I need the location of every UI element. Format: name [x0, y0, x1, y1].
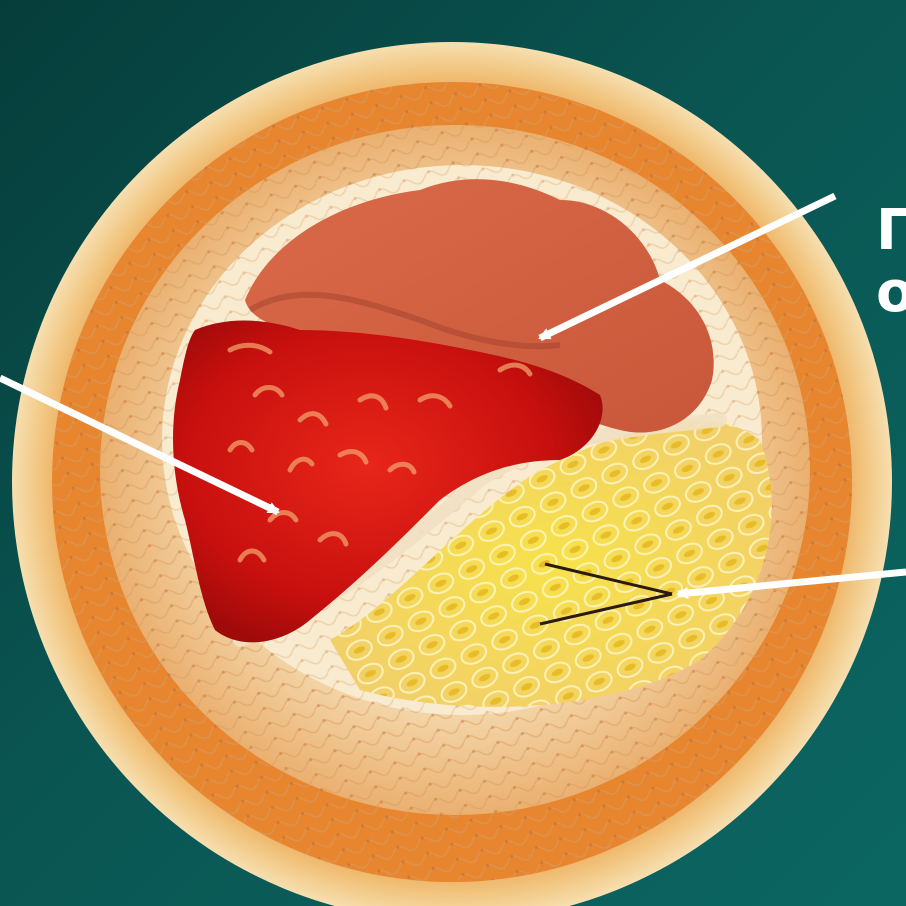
label-text-line-1: П — [876, 202, 906, 260]
label-text-line-2: о — [876, 264, 906, 322]
